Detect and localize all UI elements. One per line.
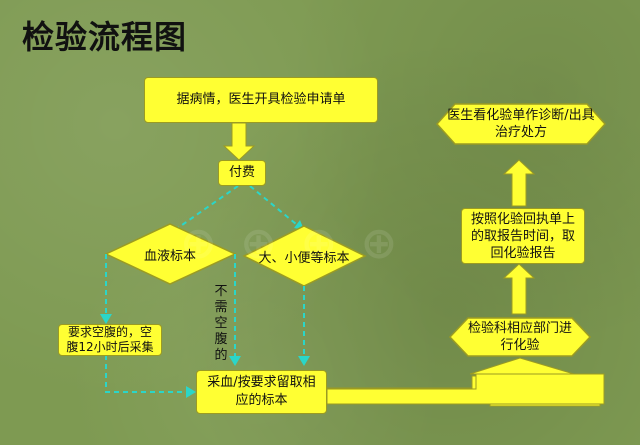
- node-collect: 采血/按要求留取相应的标本: [196, 370, 327, 414]
- page-title: 检验流程图: [22, 18, 188, 56]
- diamond-blood: [104, 223, 237, 285]
- arrow-collect-to-lab-main: [326, 373, 605, 405]
- connector-fasting-to-collect: [105, 355, 188, 393]
- connector-pay-to-blood: [171, 185, 239, 233]
- connector-fasting-to-collect-head: [186, 386, 196, 398]
- node-fasting: 要求空腹的，空腹12小时后采集: [58, 324, 162, 356]
- arrow-request-to-pay: [222, 122, 256, 161]
- connector-blood-to-collect-head: [229, 356, 241, 366]
- hexagon-doctor: [435, 103, 607, 145]
- arrow-collect-to-lab-head: [469, 357, 575, 375]
- label-no-fasting: 不需空腹的: [214, 284, 228, 363]
- node-pay: 付费: [218, 160, 266, 186]
- node-urine-label: 大、小便等标本: [258, 250, 350, 266]
- hexagon-lab: [448, 317, 592, 357]
- node-lab-label: 检验科相应部门进行化验: [468, 321, 573, 353]
- arrow-report-to-doctor: [502, 159, 536, 207]
- node-doctor-label: 医生看化验单作诊断/出具治疗处方: [447, 108, 595, 140]
- watermark: ⊕ ⊕ ⊕ ⊕: [180, 218, 402, 269]
- arrow-lab-to-report: [502, 263, 536, 315]
- node-report: 按照化验回执单上的取报告时间，取回化验报告: [461, 208, 585, 264]
- node-blood-label: 血液标本: [143, 248, 196, 264]
- connector-pay-to-urine: [249, 185, 297, 225]
- connector-urine-to-collect-head: [298, 356, 310, 366]
- connector-blood-to-fasting-head: [100, 314, 112, 324]
- node-request: 据病情，医生开具检验申请单: [144, 77, 378, 123]
